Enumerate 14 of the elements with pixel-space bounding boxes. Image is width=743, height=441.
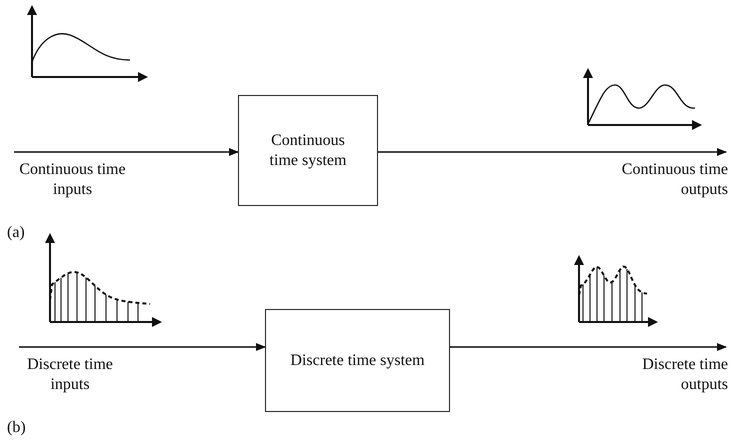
signal-label: Continuous time inputs xyxy=(18,160,127,200)
arrow xyxy=(14,148,239,156)
box-label: Continuous time system xyxy=(268,130,348,170)
signal-label: Continuous time outputs xyxy=(620,160,728,200)
panel-label: (a) xyxy=(7,223,25,243)
arrow xyxy=(378,148,727,156)
box-label: Discrete time system xyxy=(290,350,425,370)
signal-label: Discrete time outputs xyxy=(641,355,728,395)
arrow xyxy=(19,343,266,351)
signal-label: Discrete time inputs xyxy=(26,355,114,395)
system-box xyxy=(238,95,378,206)
panel-label: (b) xyxy=(7,418,26,438)
system-box xyxy=(265,309,450,412)
arrow xyxy=(450,343,727,351)
